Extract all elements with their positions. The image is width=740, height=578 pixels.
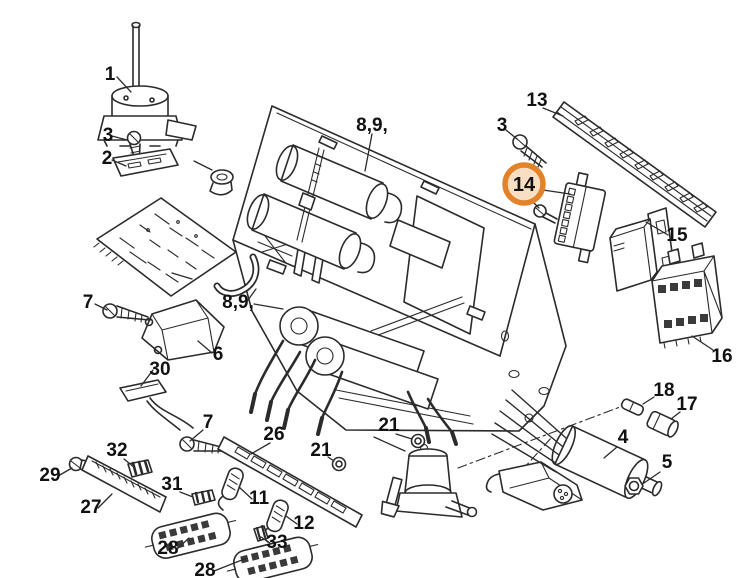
- part-label-89a[interactable]: 8,9,: [356, 115, 388, 136]
- solenoid-valve-drawing: [373, 436, 478, 518]
- part-32-clip-drawing: [127, 459, 153, 478]
- part-14-connector-drawing: [553, 172, 607, 264]
- part-13-din-rail-drawing: [552, 101, 717, 228]
- part-33-clip-drawing: [253, 524, 269, 542]
- part-label-29[interactable]: 29: [39, 465, 60, 486]
- part-label-14[interactable]: 14: [513, 174, 536, 196]
- part-18-pin-drawing: [620, 398, 644, 416]
- part-4-motor-drawing: [491, 389, 663, 500]
- part-label-6[interactable]: 6: [213, 344, 224, 365]
- part-2-rail-drawing: [112, 148, 179, 177]
- part-26-rail-drawing: [217, 436, 363, 528]
- part-label-13[interactable]: 13: [526, 90, 547, 111]
- part-label-28a[interactable]: 28: [157, 538, 178, 559]
- center-lines: [457, 403, 629, 490]
- part-8-9-upper-capacitors-drawing: [246, 144, 451, 274]
- part-28-block-a-drawing: [144, 512, 237, 559]
- part-11-clip-drawing: [217, 467, 244, 511]
- part-label-7a[interactable]: 7: [83, 292, 94, 313]
- part-label-21a[interactable]: 21: [310, 440, 332, 461]
- highlight-ring[interactable]: [502, 162, 546, 206]
- grommet-plug-drawing: [193, 160, 234, 196]
- highlighted-part-14-marker[interactable]: 14: [502, 162, 546, 206]
- part-label-32[interactable]: 32: [106, 440, 127, 461]
- part-16-contactor-drawing: [651, 242, 723, 349]
- part-label-4[interactable]: 4: [618, 427, 629, 448]
- part-label-3a[interactable]: 3: [103, 125, 114, 146]
- part-label-89b[interactable]: 8,9,: [222, 292, 254, 313]
- part-31-clip-drawing: [191, 489, 216, 506]
- part-label-16[interactable]: 16: [711, 346, 732, 367]
- part-21-nut-mid-drawing: [331, 456, 347, 472]
- part-27-strip-drawing: [81, 455, 167, 513]
- part-label-21b[interactable]: 21: [378, 415, 400, 436]
- part-17-sleeve-drawing: [646, 410, 679, 438]
- part-30-sensor-drawing: [119, 379, 194, 431]
- circuit-board-drawing: [93, 197, 237, 297]
- part-label-31[interactable]: 31: [161, 474, 183, 495]
- part-label-28b[interactable]: 28: [194, 560, 215, 578]
- part-5-nut-drawing: [624, 477, 644, 495]
- part-label-27[interactable]: 27: [80, 497, 101, 518]
- part-6-switch-drawing: [141, 299, 225, 361]
- part-label-2[interactable]: 2: [102, 148, 113, 169]
- part-label-1[interactable]: 1: [105, 64, 116, 85]
- part-label-15[interactable]: 15: [666, 225, 688, 246]
- part-labels: 1328,9,3131516768,9,30729322731282826211…: [39, 64, 732, 578]
- part-1-drawing: [97, 21, 197, 147]
- part-label-5[interactable]: 5: [662, 452, 673, 473]
- part-28-block-b-drawing: [226, 536, 319, 578]
- part-8-9-lower-capacitors-drawing: [249, 306, 458, 446]
- part-21-nut-right-drawing: [410, 433, 426, 449]
- part-label-12[interactable]: 12: [293, 513, 314, 534]
- part-label-3b[interactable]: 3: [497, 115, 508, 136]
- part-label-7b[interactable]: 7: [203, 412, 214, 433]
- leader-lines: [57, 76, 714, 572]
- part-7-screw-mid-drawing: [179, 436, 227, 454]
- part-label-11[interactable]: 11: [249, 488, 270, 509]
- connector-plug-drawing: [485, 461, 583, 511]
- part-14-screw-drawing: [533, 204, 558, 224]
- part-label-17[interactable]: 17: [676, 394, 697, 415]
- part-label-18[interactable]: 18: [653, 380, 674, 401]
- part-3-right-screw-drawing: [512, 134, 547, 168]
- part-8-9-tube-drawing: [213, 253, 260, 297]
- part-label-30[interactable]: 30: [149, 359, 170, 380]
- part-label-26[interactable]: 26: [263, 424, 284, 445]
- part-7-screw-left-drawing: [102, 303, 151, 323]
- part-label-33[interactable]: 33: [266, 532, 287, 553]
